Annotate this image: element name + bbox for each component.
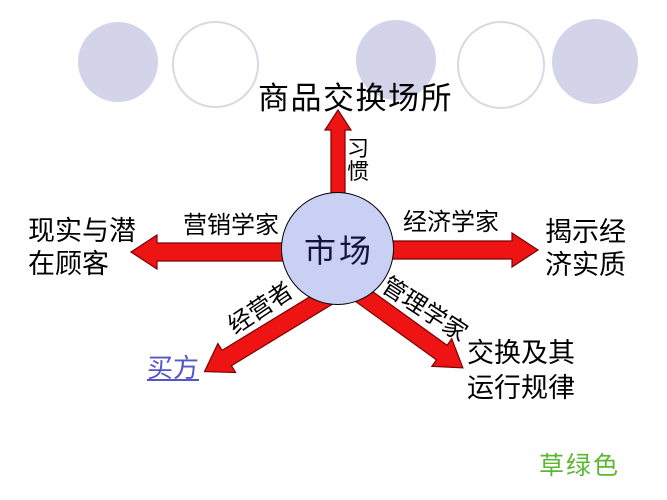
- corner-note-grass-green: 草绿色: [539, 452, 621, 480]
- arrow-label-habit: 习惯: [347, 136, 370, 184]
- node-left-label: 现实与潜 在顾客: [28, 215, 136, 281]
- arrow-down-left-icon: [203, 286, 336, 374]
- decorative-circle-filled-3: [552, 19, 638, 104]
- node-left-line1: 现实与潜: [28, 216, 136, 246]
- node-bottom-right-line2: 运行规律: [467, 373, 575, 403]
- arrow-label-economists: 经济学家: [403, 210, 499, 236]
- arrow-right-icon: [379, 231, 540, 269]
- decorative-circle-filled-2: [356, 20, 436, 100]
- node-top-label: 商品交换场所: [258, 81, 453, 116]
- arrow-left-icon: [129, 233, 296, 271]
- arrow-label-marketers: 营销学家: [183, 213, 279, 239]
- arrow-up-icon: [323, 108, 353, 201]
- center-node-label: 市场: [303, 232, 374, 269]
- decorative-circle-outline-2: [457, 21, 545, 109]
- node-right-label: 揭示经 济实质: [545, 216, 626, 282]
- node-bottom-right-label: 交换及其 运行规律: [467, 336, 575, 406]
- center-node-market: 市场: [281, 192, 394, 305]
- buyer-link[interactable]: 买方: [147, 354, 200, 383]
- node-left-line2: 在顾客: [28, 249, 109, 279]
- node-right-line2: 济实质: [545, 250, 626, 280]
- decorative-circle-outline-1: [172, 21, 259, 108]
- arrow-down-right-icon: [348, 281, 464, 369]
- node-right-line1: 揭示经: [545, 217, 626, 247]
- node-bottom-right-line1: 交换及其: [467, 338, 575, 368]
- decorative-circle-filled-1: [78, 22, 158, 102]
